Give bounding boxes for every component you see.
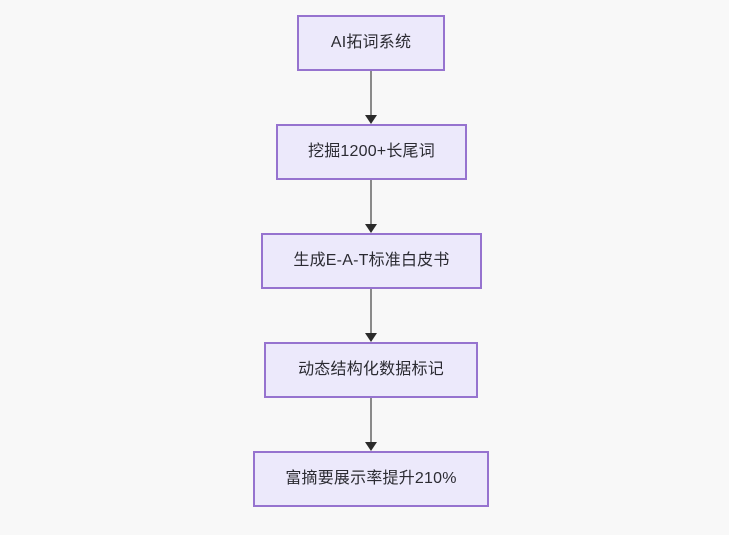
flow-node-label: 动态结构化数据标记 <box>298 361 444 379</box>
flow-node-rich-snippet-impression-increase[interactable]: 富摘要展示率提升210% <box>253 451 489 507</box>
edge-line <box>370 180 372 225</box>
flow-edge-n2-n3 <box>363 180 379 233</box>
flow-edge-n3-n4 <box>363 289 379 342</box>
arrow-down-icon <box>365 115 377 124</box>
flow-node-generate-eat-whitepaper[interactable]: 生成E-A-T标准白皮书 <box>261 233 482 289</box>
flow-node-ai-keyword-system[interactable]: AI拓词系统 <box>297 15 445 71</box>
edge-line <box>370 289 372 334</box>
flow-edge-n1-n2 <box>363 71 379 124</box>
arrow-down-icon <box>365 442 377 451</box>
flow-node-dynamic-structured-data-markup[interactable]: 动态结构化数据标记 <box>264 342 478 398</box>
flow-node-label: 挖掘1200+长尾词 <box>308 143 435 161</box>
arrow-down-icon <box>365 333 377 342</box>
flow-node-label: 富摘要展示率提升210% <box>285 470 457 488</box>
flow-node-label: 生成E-A-T标准白皮书 <box>293 252 450 270</box>
flow-node-label: AI拓词系统 <box>330 34 412 52</box>
flow-node-mine-longtail-keywords[interactable]: 挖掘1200+长尾词 <box>276 124 467 180</box>
flow-edge-n4-n5 <box>363 398 379 451</box>
edge-line <box>370 71 372 116</box>
edge-line <box>370 398 372 443</box>
arrow-down-icon <box>365 224 377 233</box>
